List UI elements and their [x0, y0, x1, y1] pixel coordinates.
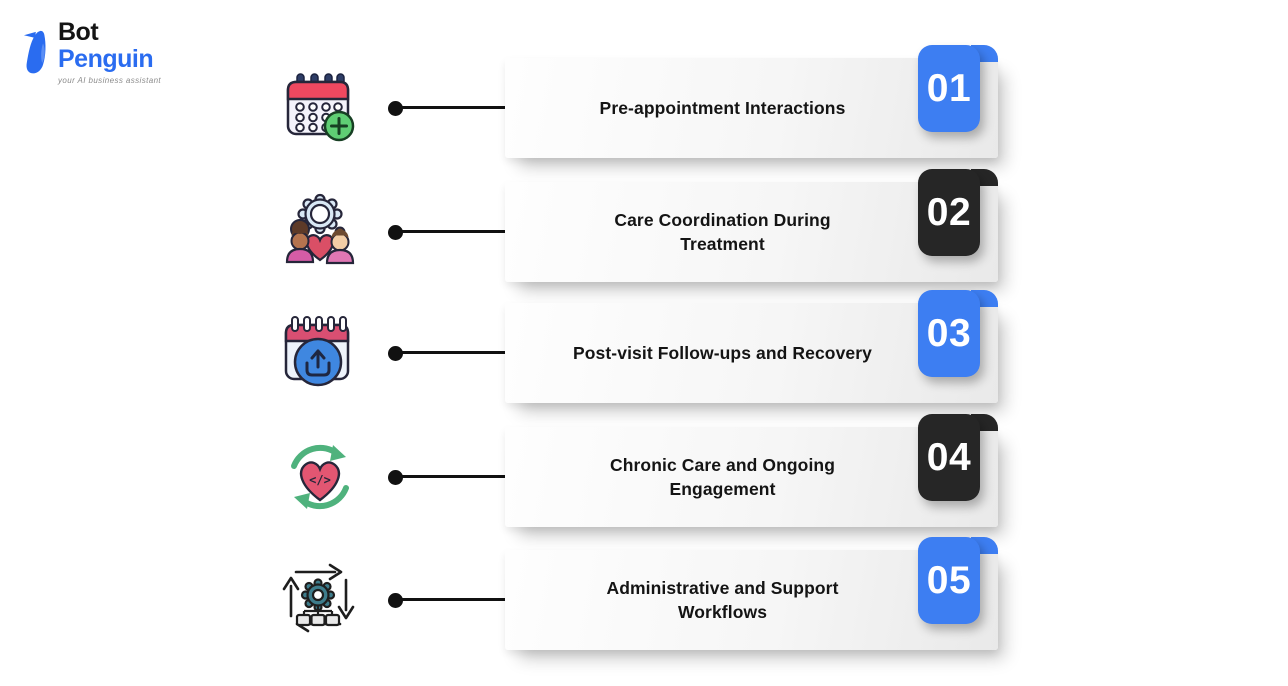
step-number-badge-4: 04 — [918, 414, 980, 501]
connector-line — [398, 598, 508, 601]
step-number-badge-2: 02 — [918, 169, 980, 256]
logo-text-penguin: Penguin — [58, 45, 154, 73]
heart-code-cycle-icon: </> — [278, 435, 362, 519]
step-card-1: Pre-appointment Interactions 01 — [505, 45, 998, 158]
step-card-3: Post-visit Follow-ups and Recovery 03 — [505, 290, 998, 403]
connector-line — [398, 475, 508, 478]
calendar-upload-icon — [278, 311, 362, 395]
step-row-3: Post-visit Follow-ups and Recovery 03 — [0, 290, 1288, 403]
logo-tagline: your AI business assistant — [58, 76, 162, 85]
step-number-badge-5: 05 — [918, 537, 980, 624]
connector-dot — [388, 225, 403, 240]
connector-line — [398, 351, 508, 354]
penguin-icon — [23, 30, 46, 74]
care-team-icon — [278, 190, 362, 274]
step-row-1: Pre-appointment Interactions 01 — [0, 45, 1288, 158]
connector-dot — [388, 593, 403, 608]
step-title-1: Pre-appointment Interactions — [599, 97, 846, 118]
step-title-3: Post-visit Follow-ups and Recovery — [572, 342, 872, 363]
connector-dot — [388, 346, 403, 361]
svg-text:</>: </> — [309, 473, 331, 487]
step-number-badge-1: 01 — [918, 45, 980, 132]
botpenguin-logo: Bot Penguin your AI business assistant — [18, 20, 161, 85]
step-number-badge-3: 03 — [918, 290, 980, 377]
logo-text-bot: Bot — [58, 18, 99, 46]
connector-line — [398, 230, 508, 233]
connector-dot — [388, 101, 403, 116]
connector-dot — [388, 470, 403, 485]
connector-line — [398, 106, 508, 109]
calendar-add-icon — [278, 66, 362, 150]
workflow-gear-icon — [278, 558, 362, 642]
